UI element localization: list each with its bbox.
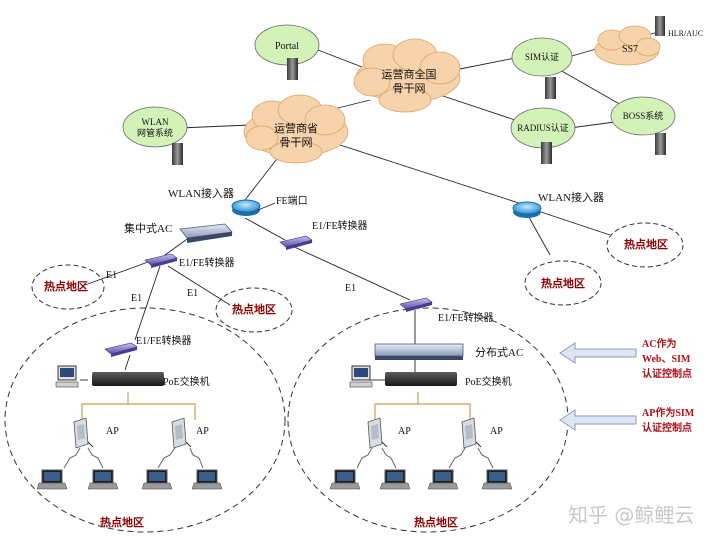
e1fe-label-d: E1/FE转换器 <box>136 336 192 347</box>
hotspot-label-right-2: 热点地区 <box>541 278 585 290</box>
poe-switch-left-label: PoE交换机 <box>163 377 210 388</box>
portal-label: Portal <box>275 41 299 52</box>
hotspot-label-left-2: 热点地区 <box>232 304 276 316</box>
hotspot-region-right <box>287 307 569 533</box>
hlr-auc-label: HLR/AUC <box>668 29 704 38</box>
ap-label-4: AP <box>490 426 503 437</box>
hotspot-small-right-2 <box>524 260 602 306</box>
wireless-links <box>63 447 494 469</box>
ap-label-3: AP <box>398 426 411 437</box>
poe-switch-right-label: PoE交换机 <box>465 377 512 388</box>
server-icons <box>172 16 666 165</box>
national-backbone-label: 运营商全国 骨干网 <box>381 69 437 95</box>
cloud-ss7 <box>594 25 661 66</box>
wlan-access-right-label: WLAN接入器 <box>538 192 604 204</box>
poe-switch-left <box>92 372 164 386</box>
ap-label-2: AP <box>196 426 209 437</box>
ac-control-annotation: AC作为 Web、SIM 认证控制点 <box>642 339 692 380</box>
ap-control-annotation: AP作为SIM 认证控制点 <box>642 408 695 434</box>
green-nodes <box>122 24 676 149</box>
e1fe-label-a: E1/FE转换器 <box>312 221 368 232</box>
hotspot-label-bottom-right: 热点地区 <box>414 517 458 529</box>
poe-links <box>81 392 471 420</box>
distributed-ac-label: 分布式AC <box>475 347 524 359</box>
hotspot-label-bottom-left: 热点地区 <box>100 517 144 529</box>
radius-auth-label: RADIUS认证 <box>517 123 569 133</box>
fe-port-label: FE端口 <box>276 196 308 207</box>
e1-label-d: E1 <box>345 283 357 294</box>
central-ac-label: 集中式AC <box>124 223 173 235</box>
e1fe-label-c: E1/FE转换器 <box>438 313 494 324</box>
e1-label-c: E1 <box>187 288 199 299</box>
hotspot-small-left-2 <box>215 287 293 333</box>
router-icons <box>231 199 542 218</box>
ss7-label: SS7 <box>621 44 639 55</box>
e1-label-a: E1 <box>106 270 118 281</box>
boss-label: BOSS系统 <box>622 111 664 121</box>
cloud-provincial <box>243 94 349 164</box>
watermark: 知乎 @鲸鲤云 <box>568 503 695 527</box>
ap-label-1: AP <box>106 426 119 437</box>
e1fe-label-b: E1/FE转换器 <box>179 258 235 269</box>
hotspot-label-right-1: 热点地区 <box>624 239 668 251</box>
poe-switch-right <box>385 372 457 386</box>
central-ac-device <box>179 223 233 243</box>
wlan-nms-label: WLAN 网管系统 <box>136 117 174 138</box>
e1-label-b: E1 <box>131 293 143 304</box>
hotspot-label-left-1: 热点地区 <box>44 281 88 293</box>
provincial-backbone-label: 运营商省 骨干网 <box>274 123 318 149</box>
hotspot-small-right-1 <box>606 222 684 268</box>
hotspot-small-left-1 <box>31 264 105 310</box>
cloud-national <box>353 38 461 113</box>
sim-auth-label: SIM认证 <box>524 52 560 62</box>
distributed-ac-device <box>374 343 464 360</box>
annotation-arrows <box>559 342 637 431</box>
wlan-access-left-label: WLAN接入器 <box>168 188 234 200</box>
hotspot-region-left <box>4 307 286 533</box>
